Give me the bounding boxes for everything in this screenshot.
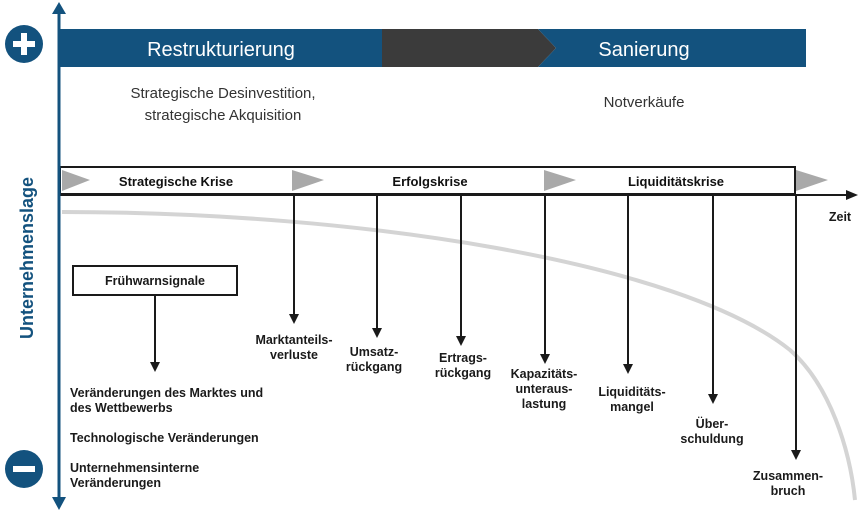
event-label-line: mangel	[610, 400, 654, 414]
event-label-line: rückgang	[346, 360, 402, 374]
phase-arrow-2	[292, 170, 324, 191]
event-liquiditaetsmangel: Liquiditäts- mangel	[598, 196, 666, 414]
event-label-line: Kapazitäts-	[511, 367, 578, 381]
subtext-right: Notverkäufe	[604, 94, 685, 111]
fruehwarn-arrow-head	[150, 362, 160, 372]
event-label-line: verluste	[270, 348, 318, 362]
fruehwarn-label: Frühwarnsignale	[105, 274, 205, 288]
decline-curve	[61, 210, 857, 501]
time-axis-arrowhead	[846, 190, 858, 200]
signal-item-1-line1: Veränderungen des Marktes und	[70, 386, 263, 400]
signal-item-2: Technologische Veränderungen	[70, 431, 259, 445]
event-label-line: Zusammen-	[753, 469, 823, 483]
banner-left-label: Restrukturierung	[147, 39, 295, 61]
event-label-line: Umsatz-	[350, 345, 399, 359]
event-label-line: unteraus-	[516, 382, 573, 396]
event-ertragsrueckgang: Ertrags- rückgang	[435, 196, 491, 380]
phase-label-1: Strategische Krise	[119, 174, 233, 189]
subtext-left-line2: strategische Akquisition	[145, 107, 302, 124]
minus-icon	[5, 450, 43, 488]
banner-right-label: Sanierung	[598, 39, 689, 61]
event-label-line: bruch	[771, 484, 806, 498]
banner-transition-arrow	[382, 29, 556, 67]
y-axis-arrow-top	[52, 2, 66, 14]
event-label-line: Über-	[696, 416, 729, 431]
banner-sanierung	[538, 29, 806, 67]
event-zusammenbruch: Zusammen- bruch	[753, 196, 823, 498]
y-axis-arrow-bottom	[52, 497, 66, 510]
phase-arrow-3	[544, 170, 576, 191]
subtext-left-line1: Strategische Desinvestition,	[130, 85, 315, 102]
phase-arrow-4	[796, 170, 828, 191]
banner-restrukturierung	[60, 29, 385, 67]
phase-label-3: Liquiditätskrise	[628, 174, 724, 189]
event-label-line: lastung	[522, 397, 566, 411]
fruehwarn-box	[72, 265, 238, 296]
event-marktanteilsverluste: Marktanteils- verluste	[255, 196, 333, 362]
event-ueberschuldung: Über- schuldung	[680, 196, 744, 446]
signal-item-3-line2: Veränderungen	[70, 476, 161, 490]
y-axis-label: Unternehmenslage	[17, 177, 37, 339]
phase-arrow-1	[62, 170, 90, 191]
event-label-line: schuldung	[680, 432, 743, 446]
signal-item-3-line1: Unternehmensinterne	[70, 461, 199, 475]
event-umsatzrueckgang: Umsatz- rückgang	[346, 196, 402, 374]
event-kapazitaetsunterauslastung: Kapazitäts- unteraus- lastung	[511, 196, 578, 411]
plus-icon	[5, 25, 43, 63]
event-label-line: Liquiditäts-	[598, 385, 665, 399]
phase-label-2: Erfolgskrise	[392, 174, 467, 189]
signal-item-1-line2: des Wettbewerbs	[70, 401, 173, 415]
event-label-line: Marktanteils-	[255, 333, 332, 347]
event-label-line: Ertrags-	[439, 351, 487, 365]
time-axis-label: Zeit	[829, 210, 852, 224]
event-label-line: rückgang	[435, 366, 491, 380]
